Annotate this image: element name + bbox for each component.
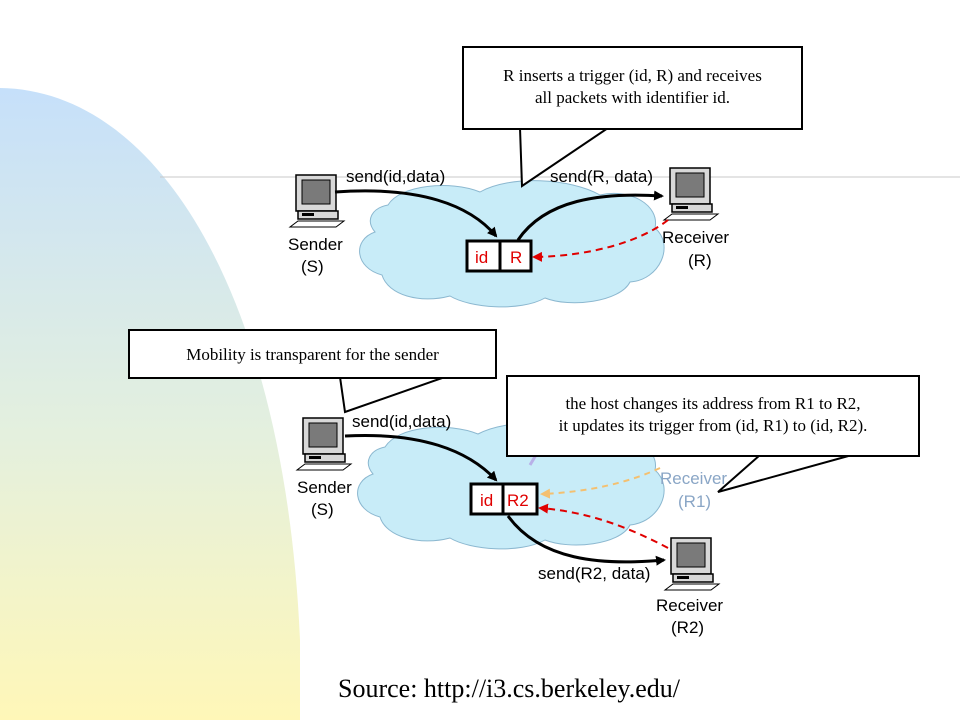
trigger-box-top <box>465 239 533 273</box>
old-receiver-label: Receiver <box>660 469 727 488</box>
send-label-left-bottom: send(id,data) <box>352 412 451 431</box>
send-label-right-top: send(R, data) <box>550 167 653 186</box>
old-trigger-arrow <box>540 467 661 499</box>
trigger-insert-arrow <box>532 219 669 262</box>
new-trigger-arrow <box>538 503 669 549</box>
trigger-id-top: id <box>475 248 488 267</box>
top-diagram: Sender (S) Receiver (R) send(id,data) se… <box>288 167 729 308</box>
send-label-left-top: send(id,data) <box>346 167 445 186</box>
sender-label: Sender <box>288 235 343 254</box>
mobility-callout: Mobility is transparent for the sender <box>128 329 497 379</box>
trigger-addr-top: R <box>510 248 522 267</box>
send-arrow-sender-to-trigger <box>334 189 498 238</box>
mobility-callout-pointer <box>338 376 446 414</box>
top-callout-line1: R inserts a trigger (id, R) and receives <box>503 66 762 85</box>
mobility-callout-text: Mobility is transparent for the sender <box>186 345 439 364</box>
sender-sub-label-bottom: (S) <box>311 500 334 519</box>
trigger-box-bottom <box>469 482 539 516</box>
host-callout-line1: the host changes its address from R1 to … <box>565 394 861 413</box>
receiver-r2-computer-icon <box>663 537 721 591</box>
old-receiver-sub-label: (R1) <box>678 492 711 511</box>
top-callout-line2: all packets with identifier id. <box>535 88 730 107</box>
trigger-addr-bottom: R2 <box>507 491 529 510</box>
sender-sub-label: (S) <box>301 257 324 276</box>
receiver-computer-icon <box>662 167 720 221</box>
send-arrow-trigger-to-r2 <box>506 515 666 566</box>
trigger-id-bottom: id <box>480 491 493 510</box>
host-callout-pointer <box>717 454 853 493</box>
top-callout: R inserts a trigger (id, R) and receives… <box>462 46 803 130</box>
new-receiver-label: Receiver <box>656 596 723 615</box>
sender-label-bottom: Sender <box>297 478 352 497</box>
host-callout-line2: it updates its trigger from (id, R1) to … <box>558 416 868 435</box>
receiver-label: Receiver <box>662 228 729 247</box>
send-arrow-trigger-to-receiver <box>516 190 664 241</box>
host-callout: the host changes its address from R1 to … <box>506 375 920 457</box>
left-decor-panel <box>0 88 300 720</box>
source-citation: Source: http://i3.cs.berkeley.edu/ <box>338 674 680 703</box>
new-receiver-sub-label: (R2) <box>671 618 704 637</box>
sender-computer-icon <box>288 174 346 228</box>
send-label-bottom: send(R2, data) <box>538 564 650 583</box>
send-arrow-sender-to-trigger-bottom <box>344 433 498 482</box>
sender-computer-icon-bottom <box>295 417 353 471</box>
receiver-sub-label: (R) <box>688 251 712 270</box>
